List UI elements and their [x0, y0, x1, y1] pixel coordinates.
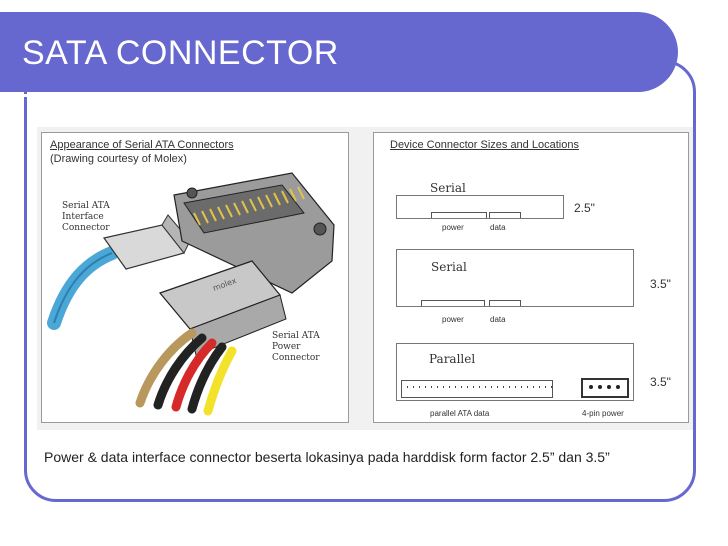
- drive-2-power-label: power: [442, 315, 464, 324]
- title-bar: [0, 12, 678, 92]
- blue-cable-edge: [53, 252, 113, 324]
- drive-1-data-label: data: [490, 223, 506, 232]
- title-underline: [18, 94, 644, 97]
- four-pin-power-port: [581, 378, 629, 398]
- drive-2-type: Serial: [431, 260, 467, 274]
- connector-locations-panel: Device Connector Sizes and Locations Ser…: [373, 132, 689, 423]
- interface-connector-label: Serial ATA Interface Connector: [62, 201, 110, 233]
- mount-hole: [313, 222, 327, 236]
- slide-caption: Power & data interface connector beserta…: [44, 449, 610, 465]
- drive-2-size: 3.5": [650, 277, 671, 291]
- power-slot: [431, 212, 487, 218]
- mount-hole-left: [186, 187, 198, 199]
- parallel-ata-port: [401, 380, 553, 398]
- wire-black-2: [187, 342, 227, 414]
- wire-yellow: [203, 346, 237, 416]
- drive-2-data-label: data: [490, 315, 506, 324]
- power-connector-label: Serial ATA Power Connector: [272, 331, 320, 363]
- wire-tan: [135, 328, 197, 408]
- drive-1-power-label: power: [442, 223, 464, 232]
- drive-1-type: Serial: [430, 181, 466, 195]
- connector-figure: Appearance of Serial ATA Connectors (Dra…: [37, 127, 693, 430]
- drive-3-power-label: 4-pin power: [582, 409, 624, 418]
- data-slot: [489, 212, 521, 218]
- blue-data-cable: [47, 246, 119, 330]
- drive-3-type: Parallel: [429, 352, 476, 366]
- wire-black-1: [153, 333, 207, 410]
- power-slot: [421, 300, 485, 306]
- slide-title: SATA CONNECTOR: [22, 34, 339, 72]
- gold-pins: [193, 186, 305, 226]
- connector-appearance-panel: Appearance of Serial ATA Connectors (Dra…: [41, 132, 349, 423]
- wire-red: [171, 338, 217, 412]
- appearance-heading: Appearance of Serial ATA Connectors: [50, 139, 234, 151]
- drive-3-data-label: parallel ATA data: [430, 409, 490, 418]
- receptacle-slot: [183, 184, 305, 234]
- appearance-subheading: (Drawing courtesy of Molex): [50, 153, 187, 165]
- drive-2-5-serial: [396, 195, 564, 219]
- data-slot: [489, 300, 521, 306]
- drive-3-5-parallel: Parallel: [396, 343, 634, 401]
- locations-heading: Device Connector Sizes and Locations: [390, 139, 579, 151]
- connector-drawing: molex: [47, 172, 335, 416]
- drive-1-size: 2.5": [574, 201, 595, 215]
- drive-3-size: 3.5": [650, 375, 671, 389]
- drive-3-5-serial: Serial: [396, 249, 634, 307]
